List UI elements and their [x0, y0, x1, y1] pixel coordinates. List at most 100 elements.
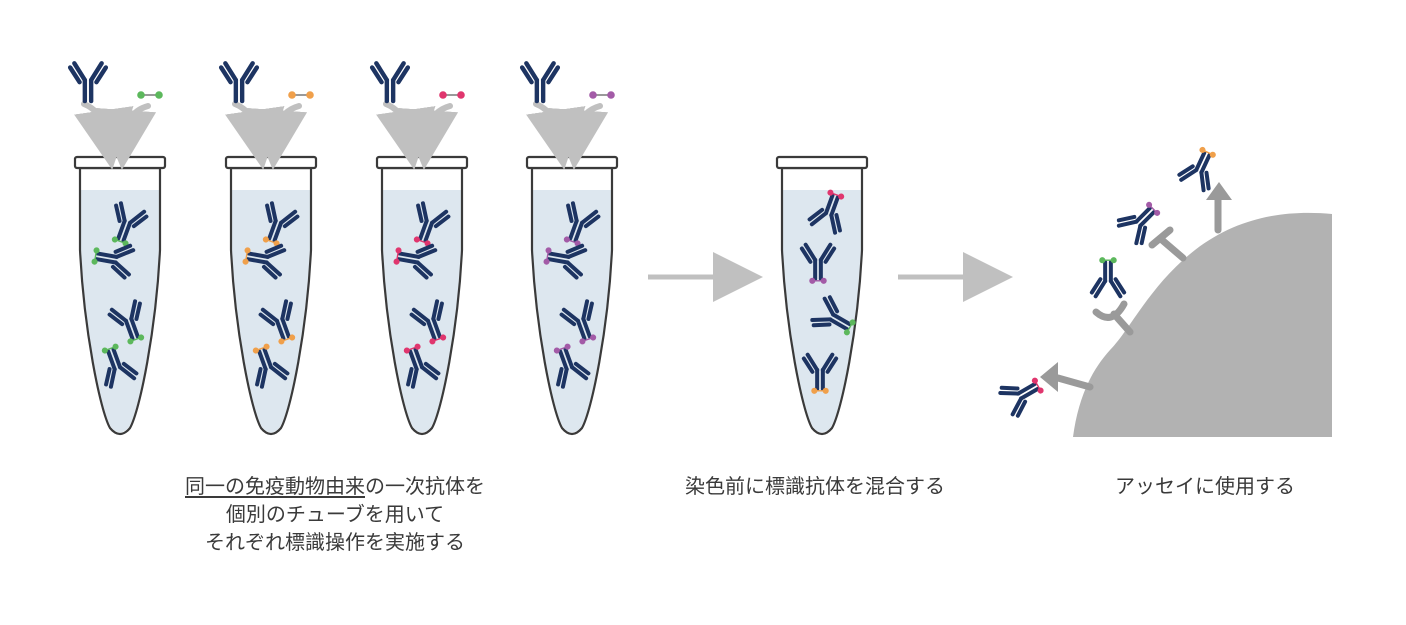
labeling-tube	[525, 155, 619, 436]
fluorophore-link	[1034, 380, 1042, 391]
antibody-arm-left	[118, 201, 127, 223]
labeled-antibody	[262, 201, 300, 247]
fluorophore-link	[846, 322, 854, 333]
fluorophore-link	[130, 336, 142, 343]
mixed-labeled-antibody	[810, 295, 856, 336]
antibody-arm-right	[809, 211, 828, 227]
fluorophore-link	[566, 238, 578, 245]
bound-labeled-antibody	[1177, 146, 1216, 193]
antibody-arm-left	[524, 61, 540, 83]
antibody-stem	[245, 257, 269, 265]
receptor-head	[1206, 182, 1232, 200]
antibody-arm-left	[420, 365, 439, 381]
antibody-light-chain	[265, 203, 273, 223]
antibody-stem	[397, 251, 421, 259]
fluorophore-link	[416, 238, 428, 245]
labeled-antibody	[111, 201, 149, 247]
arrow-antibody-into-tube	[225, 101, 285, 170]
antibody-light-chain	[823, 246, 837, 264]
arrow-label-into-tube	[247, 103, 308, 170]
antibody-arm-left	[72, 61, 88, 83]
fluorophore-dot	[1110, 257, 1117, 264]
antibody-light-chain	[436, 301, 444, 321]
antibody-arm-left	[269, 365, 288, 381]
tube-outline	[530, 166, 614, 436]
antibody-light-chain	[416, 203, 424, 223]
fluorophore-dot	[607, 91, 615, 99]
fluorophore-link	[1148, 204, 1158, 214]
antibody-arm-right	[822, 296, 836, 317]
antibody-stem	[95, 251, 119, 259]
antibody-arm-left	[570, 201, 579, 223]
antibody-arm-left	[566, 248, 588, 259]
tube-cap	[73, 155, 167, 170]
antibody-light-chain	[258, 312, 276, 327]
antibody-arm-right	[410, 367, 419, 389]
antibody-light-chain	[264, 243, 284, 254]
antibody-light-chain	[519, 65, 534, 85]
antibody-light-chain	[415, 243, 435, 254]
antibody-arm-right	[581, 299, 590, 321]
antibody-arm-right	[580, 209, 599, 225]
antibody-light-chain	[556, 367, 564, 387]
antibody-light-chain	[412, 264, 429, 280]
antibody-stem	[111, 347, 123, 370]
tube-outline	[380, 166, 464, 436]
labeled-antibody	[409, 299, 447, 345]
fluorophore-link	[582, 336, 594, 343]
antibody-arm-left	[805, 352, 820, 372]
antibody-arm-right	[415, 260, 433, 277]
fluorescent-label	[589, 91, 615, 99]
tube-liquid	[533, 190, 611, 433]
fluorophore-link	[93, 250, 98, 262]
fluorophore-dot	[545, 247, 552, 254]
antibody-arm-right	[108, 367, 117, 389]
antibody-arm-right	[128, 209, 147, 225]
labeled-antibody	[252, 343, 290, 389]
antibody-light-chain	[423, 361, 441, 376]
antibody-stem	[106, 349, 117, 372]
labeled-antibody	[553, 343, 591, 389]
antibody-light-chain	[1139, 225, 1148, 246]
antibody-arm-right	[129, 299, 138, 321]
antibody-light-chain	[807, 207, 825, 222]
antibody-arm-right	[565, 260, 583, 277]
fluorophore-link	[545, 250, 550, 262]
antibody-arm-right	[560, 367, 569, 389]
antibody-stem	[396, 257, 420, 265]
tube-outline	[229, 166, 313, 436]
tube-liquid	[232, 190, 310, 433]
antibody-arm-left	[1010, 396, 1024, 417]
labeled-antibody	[393, 243, 438, 280]
antibody-stem	[1194, 150, 1207, 173]
antibody-stem	[1199, 153, 1212, 175]
antibody-stem	[1138, 210, 1156, 228]
fluorophore-dot	[439, 91, 447, 99]
fluorophore-dot	[278, 338, 285, 345]
antibody-light-chain	[1015, 399, 1028, 418]
antibody-light-chain	[583, 214, 601, 229]
mixing-tube	[775, 155, 869, 436]
antibody-light-chain	[114, 203, 122, 223]
tube-cap	[525, 155, 619, 170]
fluorophore-dot	[457, 91, 465, 99]
antibody-light-chain	[94, 65, 109, 85]
unlabeled-primary-antibody	[369, 61, 411, 104]
tube-outline	[78, 166, 162, 436]
antibody-light-chain	[285, 301, 293, 321]
fluorophore-dot	[1199, 146, 1206, 153]
antibody-arm-left	[561, 307, 580, 323]
antibody-light-chain	[825, 356, 839, 374]
tube-outline	[780, 166, 864, 436]
antibody-light-chain	[261, 264, 278, 280]
antibody-light-chain	[245, 65, 260, 85]
antibody-arm-right	[820, 352, 835, 372]
antibody-stem	[280, 316, 291, 339]
fluorophore-dot	[288, 91, 296, 99]
antibody-arm-right	[431, 299, 440, 321]
unlabeled-primary-antibody	[218, 61, 260, 104]
antibody-arm-right	[264, 260, 282, 277]
antibody-stem	[829, 195, 840, 218]
antibody-light-chain	[999, 385, 1020, 391]
antibody-arm-right	[88, 61, 104, 83]
